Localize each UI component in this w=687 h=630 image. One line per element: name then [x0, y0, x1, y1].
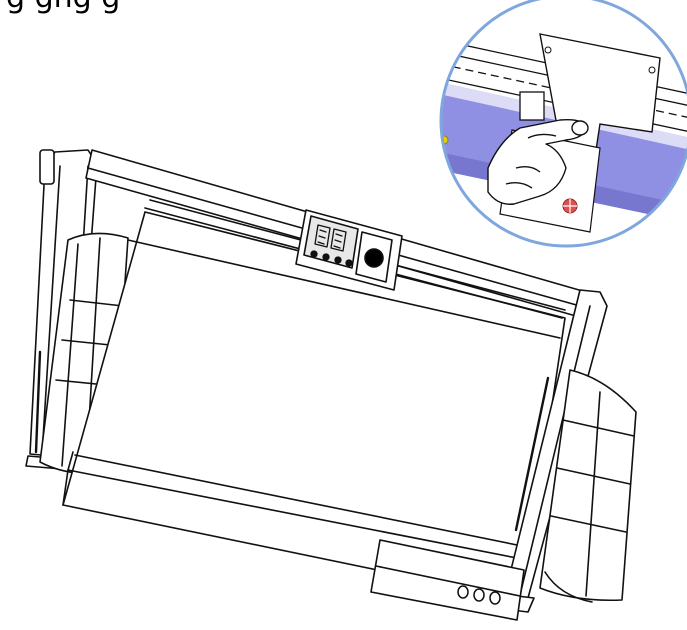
- magnifier-inset: [439, 0, 687, 248]
- control-panel: [295, 209, 403, 291]
- three-ring-buttons-icon: [457, 585, 501, 605]
- round-black-button-icon: [364, 248, 384, 268]
- hand-pointing-icon: [487, 118, 589, 205]
- top-caption: g ghg g: [0, 0, 687, 18]
- right-roller-housing: [539, 369, 637, 603]
- plotter-machine: [25, 149, 637, 621]
- digital-display-icon: [310, 224, 353, 267]
- magnifier-border: [439, 0, 687, 248]
- bottom-right-box: [370, 539, 525, 621]
- red-crosshair-icon: [562, 198, 578, 214]
